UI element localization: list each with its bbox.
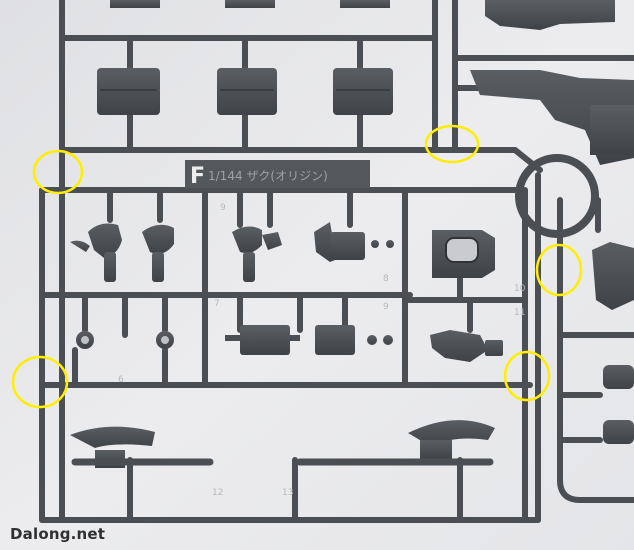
runner-frame (39, 0, 634, 523)
part-number-label: 9 (220, 203, 226, 213)
part-number-label: 11 (514, 308, 525, 318)
runner-ring (515, 154, 599, 238)
runner-tag-text: 1/144 ザク(オリジン) (208, 169, 328, 183)
top-parts (110, 0, 390, 8)
part-number-label: 7 (214, 299, 220, 309)
highlight-circles (11, 124, 583, 409)
watermark-text: Dalong.net (10, 525, 106, 543)
right-side-parts (592, 242, 634, 444)
part-number-label: 13 (282, 488, 293, 498)
socket-holes (81, 336, 169, 344)
part-number-label: 10 (514, 284, 526, 294)
part-number-label: 12 (212, 488, 223, 498)
weapon-parts (470, 0, 634, 165)
axe-parts (70, 420, 495, 468)
square-socket-part (432, 230, 495, 278)
part-number-label: 9 (383, 302, 389, 312)
hand-parts-row-2 (76, 325, 503, 362)
runner-tag: F 1/144 ザク(オリジン) (185, 160, 370, 189)
runner-tag-letter: F (190, 164, 205, 189)
part-number-label: 8 (383, 274, 389, 284)
armor-panels (97, 68, 393, 115)
part-number-labels: 10 9 8 7 9 11 6 12 13 (118, 203, 526, 498)
part-number-label: 6 (118, 375, 124, 385)
hand-parts-row-1 (70, 222, 394, 282)
